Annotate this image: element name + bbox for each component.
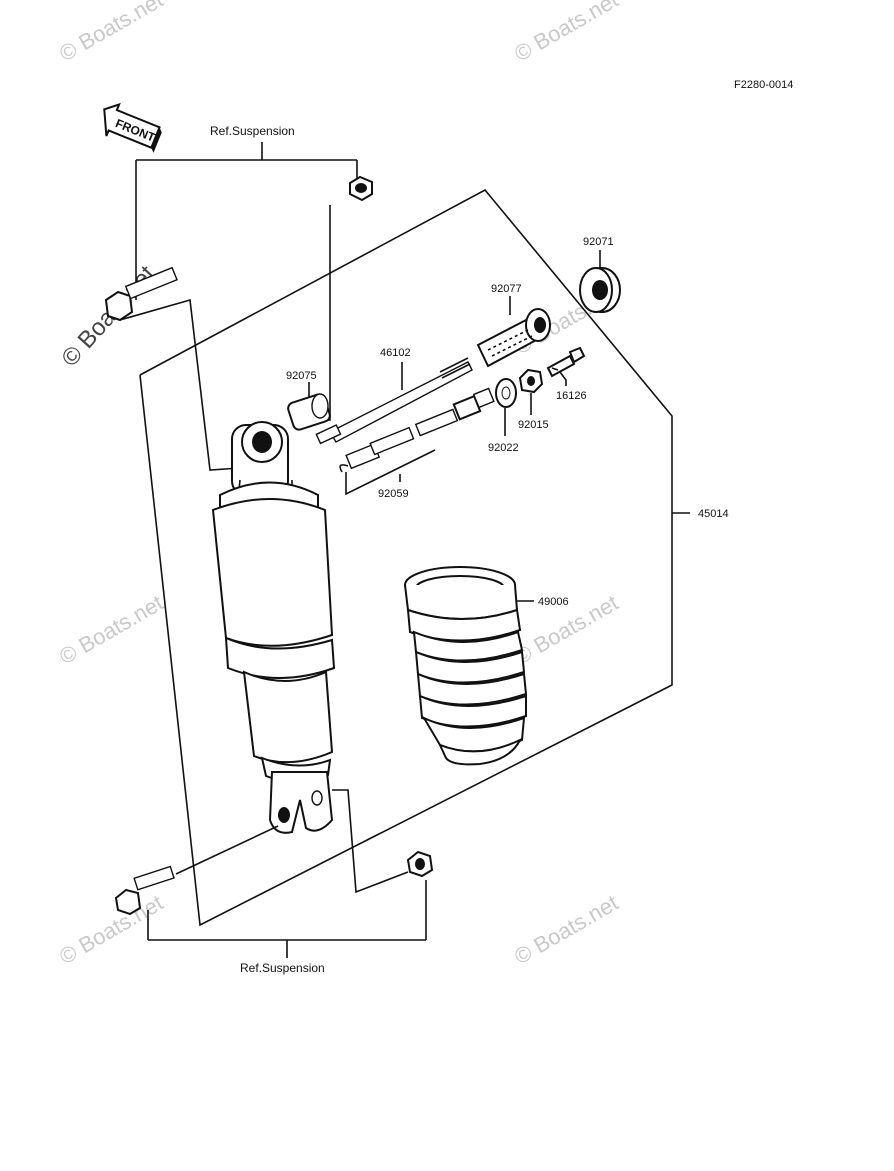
ref-suspension-top-label: Ref.Suspension bbox=[210, 124, 295, 138]
part-label-49006: 49006 bbox=[538, 596, 569, 608]
part-label-92075: 92075 bbox=[286, 370, 317, 382]
ref-suspension-top-bracket: Ref.Suspension bbox=[135, 124, 358, 300]
assembly-outline-45014: 45014 bbox=[139, 188, 729, 927]
grease-nipple-16126: 16126 bbox=[546, 346, 587, 402]
watermark: © Boats.net bbox=[55, 890, 167, 969]
front-arrow-icon: FRONT bbox=[103, 102, 162, 153]
part-label-46102: 46102 bbox=[380, 347, 411, 359]
part-label-92077: 92077 bbox=[491, 283, 522, 295]
shock-absorber bbox=[211, 421, 336, 834]
ref-suspension-bottom-label: Ref.Suspension bbox=[240, 961, 325, 975]
washer-92022: 92022 bbox=[488, 378, 519, 454]
watermark: © Boats.net bbox=[55, 590, 167, 669]
diagram-code: F2280-0014 bbox=[734, 79, 793, 91]
part-label-16126: 16126 bbox=[556, 390, 587, 402]
ref-suspension-bottom-bracket: Ref.Suspension bbox=[147, 880, 427, 975]
collar-set-92059: 92059 bbox=[339, 387, 495, 500]
watermark: © Boats.net bbox=[510, 890, 622, 969]
boot-49006: 49006 bbox=[404, 566, 569, 766]
watermark: © Boats.net bbox=[55, 0, 167, 66]
top-nut bbox=[299, 175, 373, 423]
part-label-92015: 92015 bbox=[518, 419, 549, 431]
sleeve-92077: 92077 bbox=[476, 283, 551, 368]
watermarks: © Boats.net © Boats.net © Boats.net © Bo… bbox=[55, 0, 622, 969]
bushing-92075: 92075 bbox=[286, 370, 331, 431]
bottom-nut bbox=[332, 789, 434, 894]
part-label-92071: 92071 bbox=[583, 236, 614, 248]
part-label-92022: 92022 bbox=[488, 442, 519, 454]
watermark: © Boats.net bbox=[510, 0, 622, 66]
part-label-45014: 45014 bbox=[698, 508, 729, 520]
rod-46102: 46102 bbox=[315, 347, 473, 445]
nut-92015: 92015 bbox=[518, 368, 549, 431]
top-bolt bbox=[104, 266, 241, 471]
part-label-92059: 92059 bbox=[378, 488, 409, 500]
grommet-92071: 92071 bbox=[579, 236, 621, 313]
bottom-bolt bbox=[114, 825, 279, 916]
